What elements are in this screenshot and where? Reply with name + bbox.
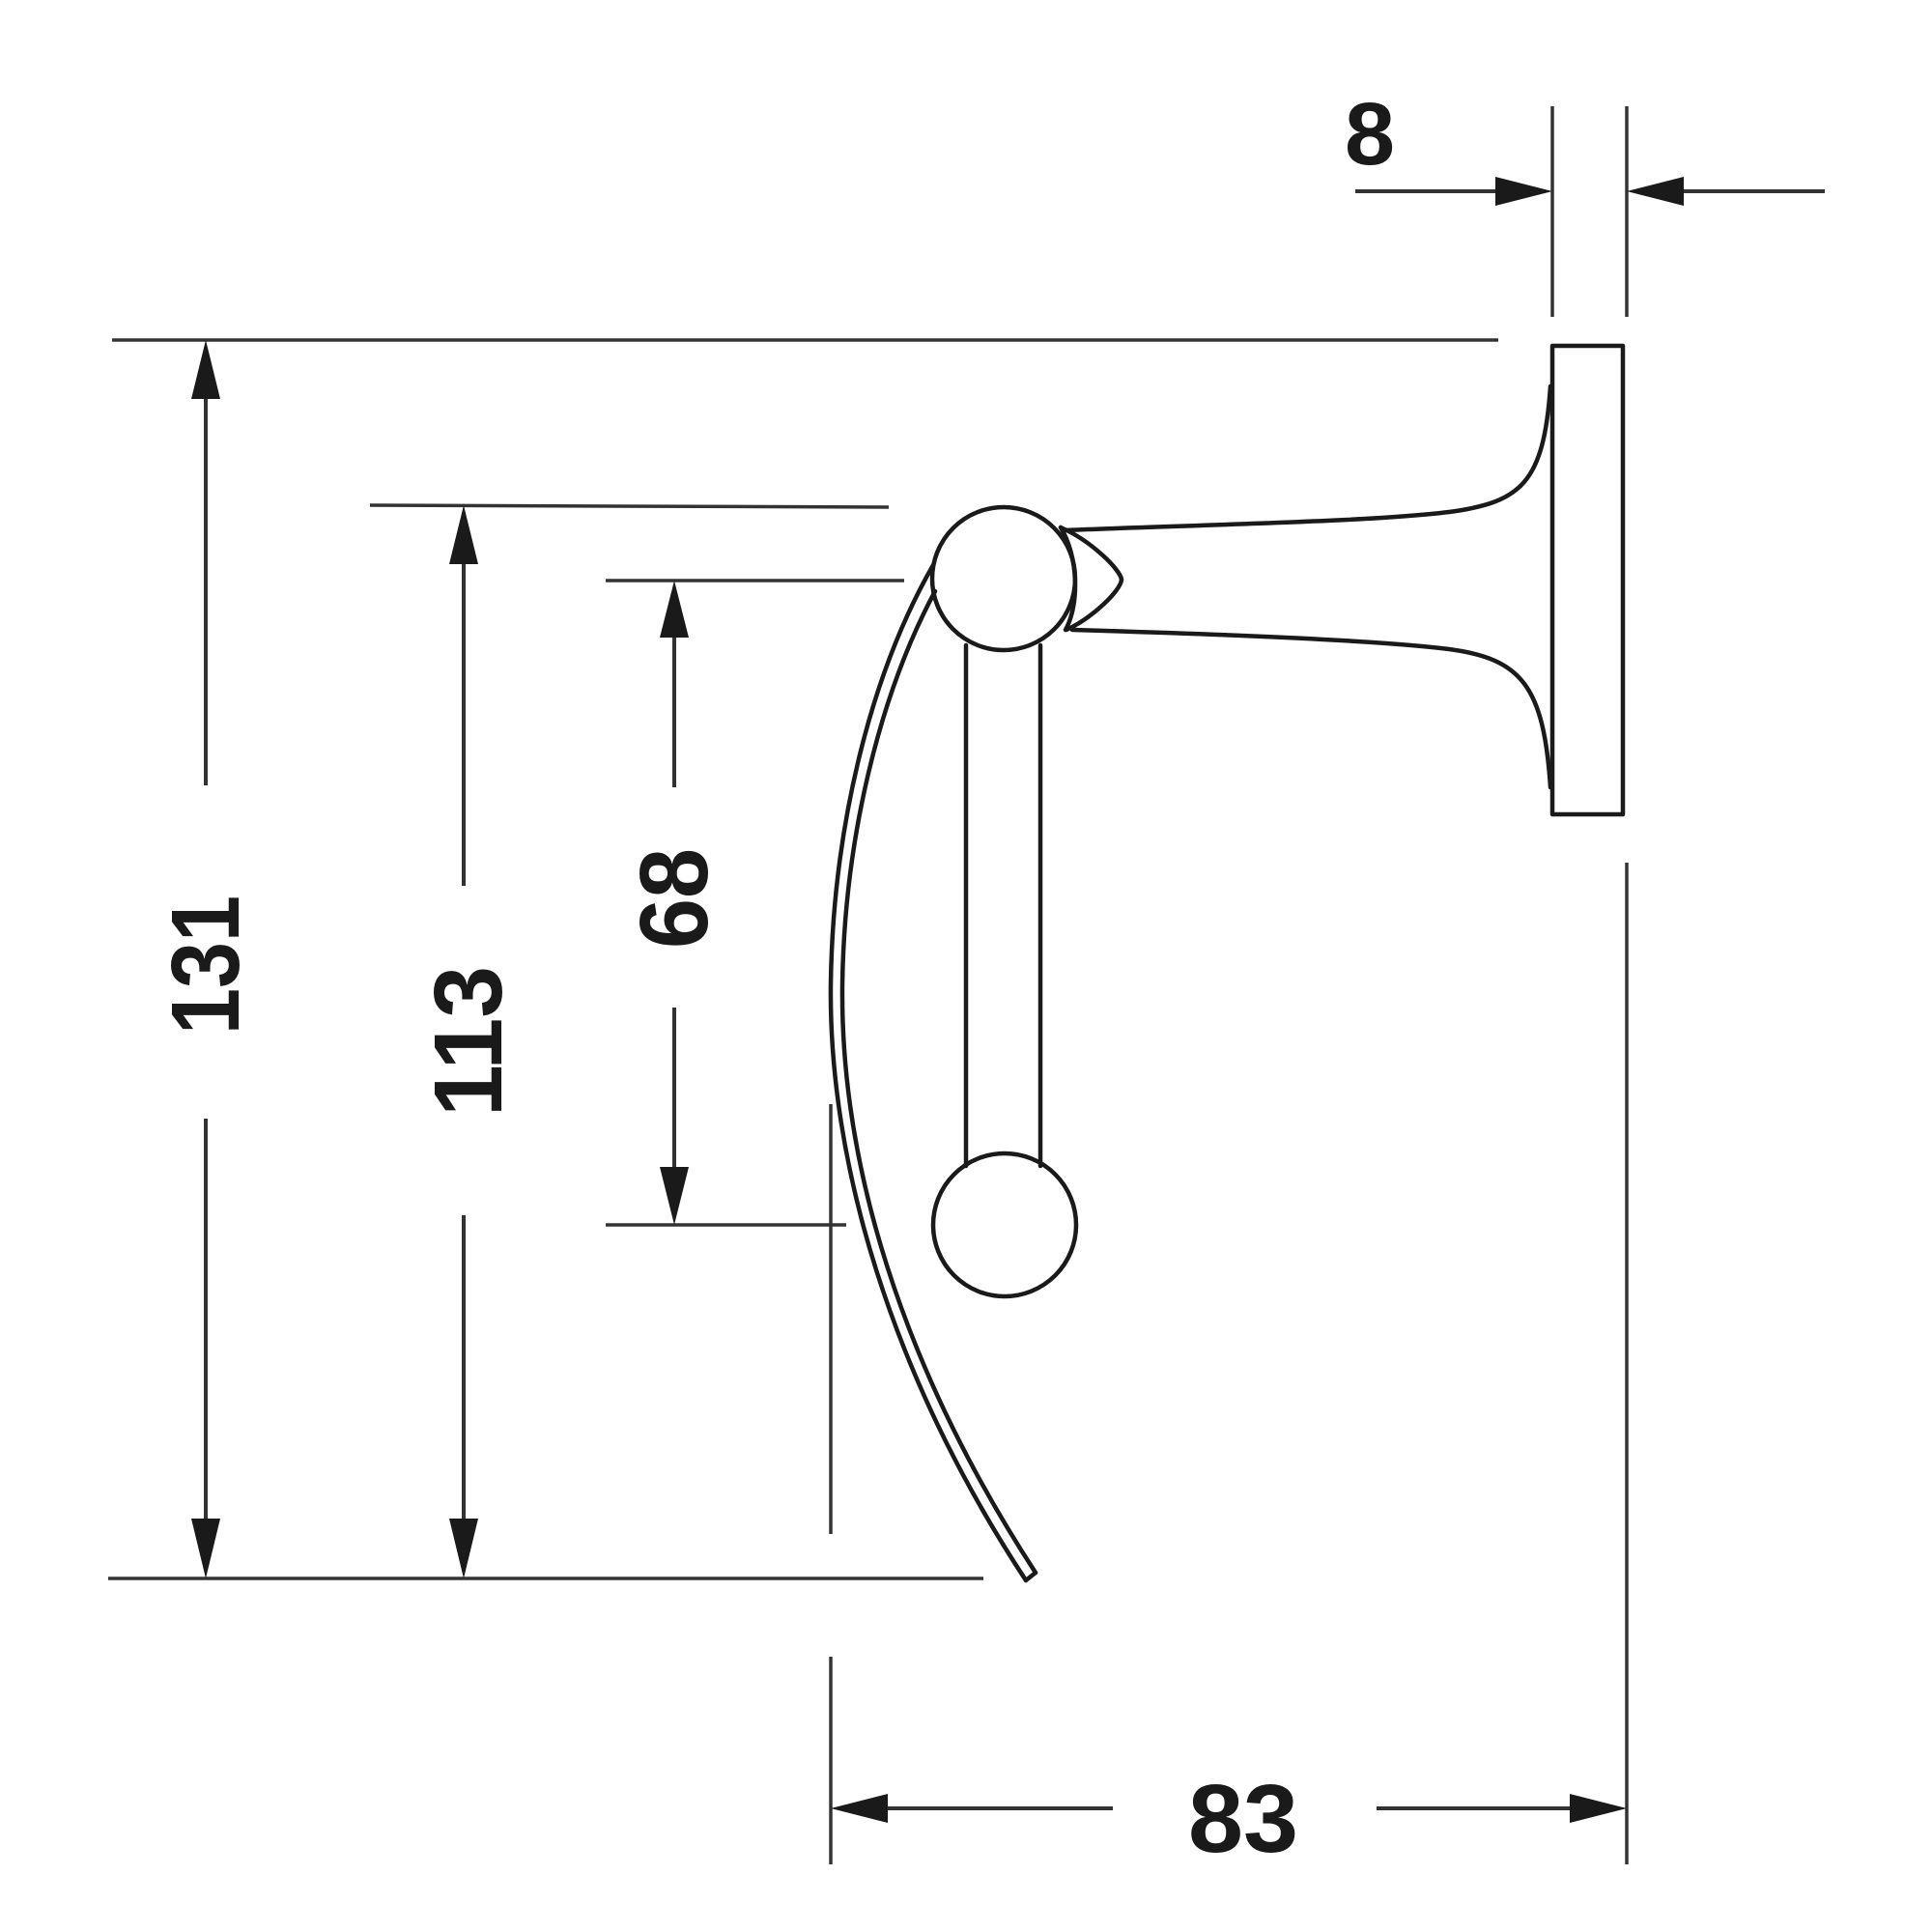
wall-plate bbox=[1549, 343, 1626, 817]
dimension-label-8: 8 bbox=[1345, 85, 1395, 184]
lower-knob bbox=[930, 1151, 1079, 1299]
curved-arm-outer bbox=[828, 562, 1029, 1583]
curved-arm-tip bbox=[1023, 1570, 1038, 1583]
upper-knob-rim bbox=[1058, 525, 1078, 633]
dimension-label-68: 68 bbox=[620, 848, 728, 949]
dimension-label-131: 131 bbox=[152, 895, 260, 1035]
arrowhead-right-icon bbox=[1570, 1794, 1627, 1823]
dimension-projection-depth: 83 bbox=[829, 863, 1629, 1873]
product-outline bbox=[828, 343, 1626, 1583]
support-arm-bottom-edge bbox=[1069, 627, 1553, 790]
upper-knob bbox=[929, 504, 1078, 653]
curved-arm-inner bbox=[839, 588, 1038, 1576]
arrowhead-down-icon bbox=[191, 1519, 220, 1578]
dimension-total-height: 131 bbox=[108, 338, 1498, 1580]
dimension-label-83: 83 bbox=[1188, 1765, 1298, 1873]
arrowhead-left-icon bbox=[831, 1794, 888, 1823]
arrowhead-up-icon bbox=[449, 505, 478, 564]
arrowhead-right-icon bbox=[1495, 177, 1552, 206]
dimension-holder-height: 113 bbox=[369, 503, 890, 1578]
arrowhead-down-icon bbox=[660, 1167, 689, 1225]
dimension-spindle-length: 68 bbox=[606, 579, 904, 1227]
extension-line-top bbox=[369, 503, 890, 509]
arrowhead-up-icon bbox=[660, 581, 689, 638]
knob-cone bbox=[1058, 525, 1124, 633]
arrowhead-up-icon bbox=[191, 340, 220, 399]
dimension-plate-thickness: 8 bbox=[1345, 85, 1825, 317]
arrowhead-down-icon bbox=[449, 1519, 478, 1578]
dimension-label-113: 113 bbox=[414, 966, 523, 1117]
arrowhead-left-icon bbox=[1627, 177, 1684, 206]
support-arm-top-edge bbox=[1060, 384, 1553, 533]
